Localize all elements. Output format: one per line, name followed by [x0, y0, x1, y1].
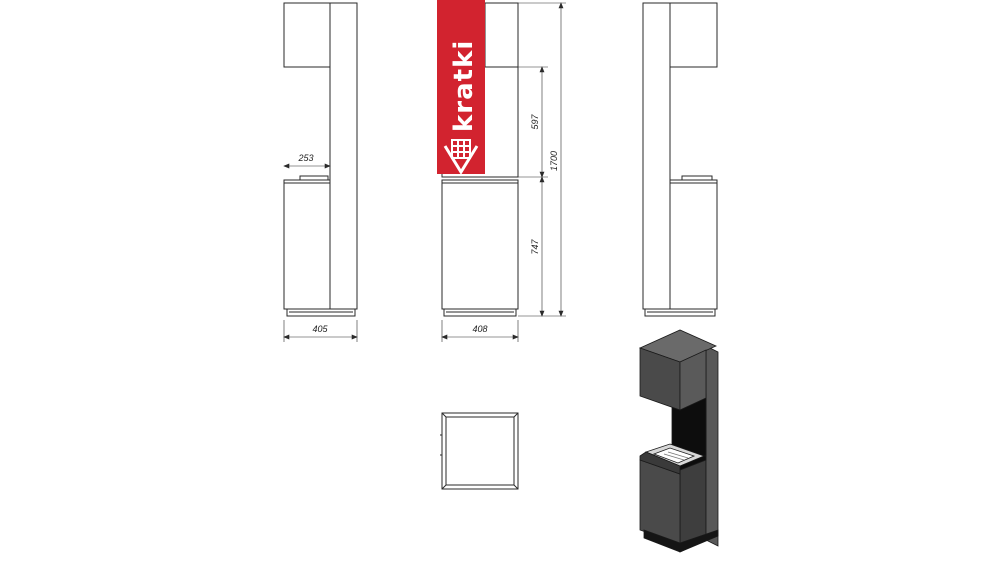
rear-upper-cabinet	[669, 2, 718, 68]
front-lower-cabinet	[441, 179, 519, 310]
side-plinth	[286, 308, 356, 317]
front-upper-height-label: 597	[530, 114, 540, 130]
front-width-label: 408	[472, 324, 487, 334]
side-tall-column	[329, 2, 358, 310]
rear-firebox-lid	[681, 175, 713, 181]
side-view	[283, 2, 358, 317]
side-lower-cabinet	[283, 179, 331, 310]
front-lower-height-label: 747	[530, 239, 540, 255]
side-dimension-405: 405	[283, 320, 358, 342]
side-upper-cabinet	[283, 2, 331, 68]
rear-lower-cabinet	[669, 179, 718, 310]
top-view-outer	[441, 412, 519, 490]
rear-view	[642, 2, 718, 317]
side-width-label: 405	[312, 324, 328, 334]
iso-lower-top-edge	[639, 451, 681, 475]
front-total-height-label: 1700	[549, 151, 559, 171]
side-depth-label: 253	[297, 153, 313, 163]
iso-upper-side	[679, 349, 707, 411]
isometric-view	[638, 329, 719, 553]
rear-tall-column	[642, 2, 671, 310]
logo-grid-mark	[443, 139, 479, 175]
rear-plinth	[644, 308, 716, 317]
iso-plinth	[643, 529, 719, 553]
iso-column-side	[705, 345, 719, 547]
side-firebox-lid	[299, 175, 329, 181]
side-dimension-253: 253	[283, 153, 331, 169]
top-view-inner	[445, 416, 515, 486]
logo-brand-text: kratki	[449, 40, 479, 132]
front-plinth	[443, 308, 517, 317]
top-view	[440, 412, 519, 490]
iso-firebox-insert	[652, 447, 696, 464]
kratki-logo: kratki	[437, 0, 485, 175]
front-dimensions: 597 747 1700 408	[441, 2, 566, 342]
